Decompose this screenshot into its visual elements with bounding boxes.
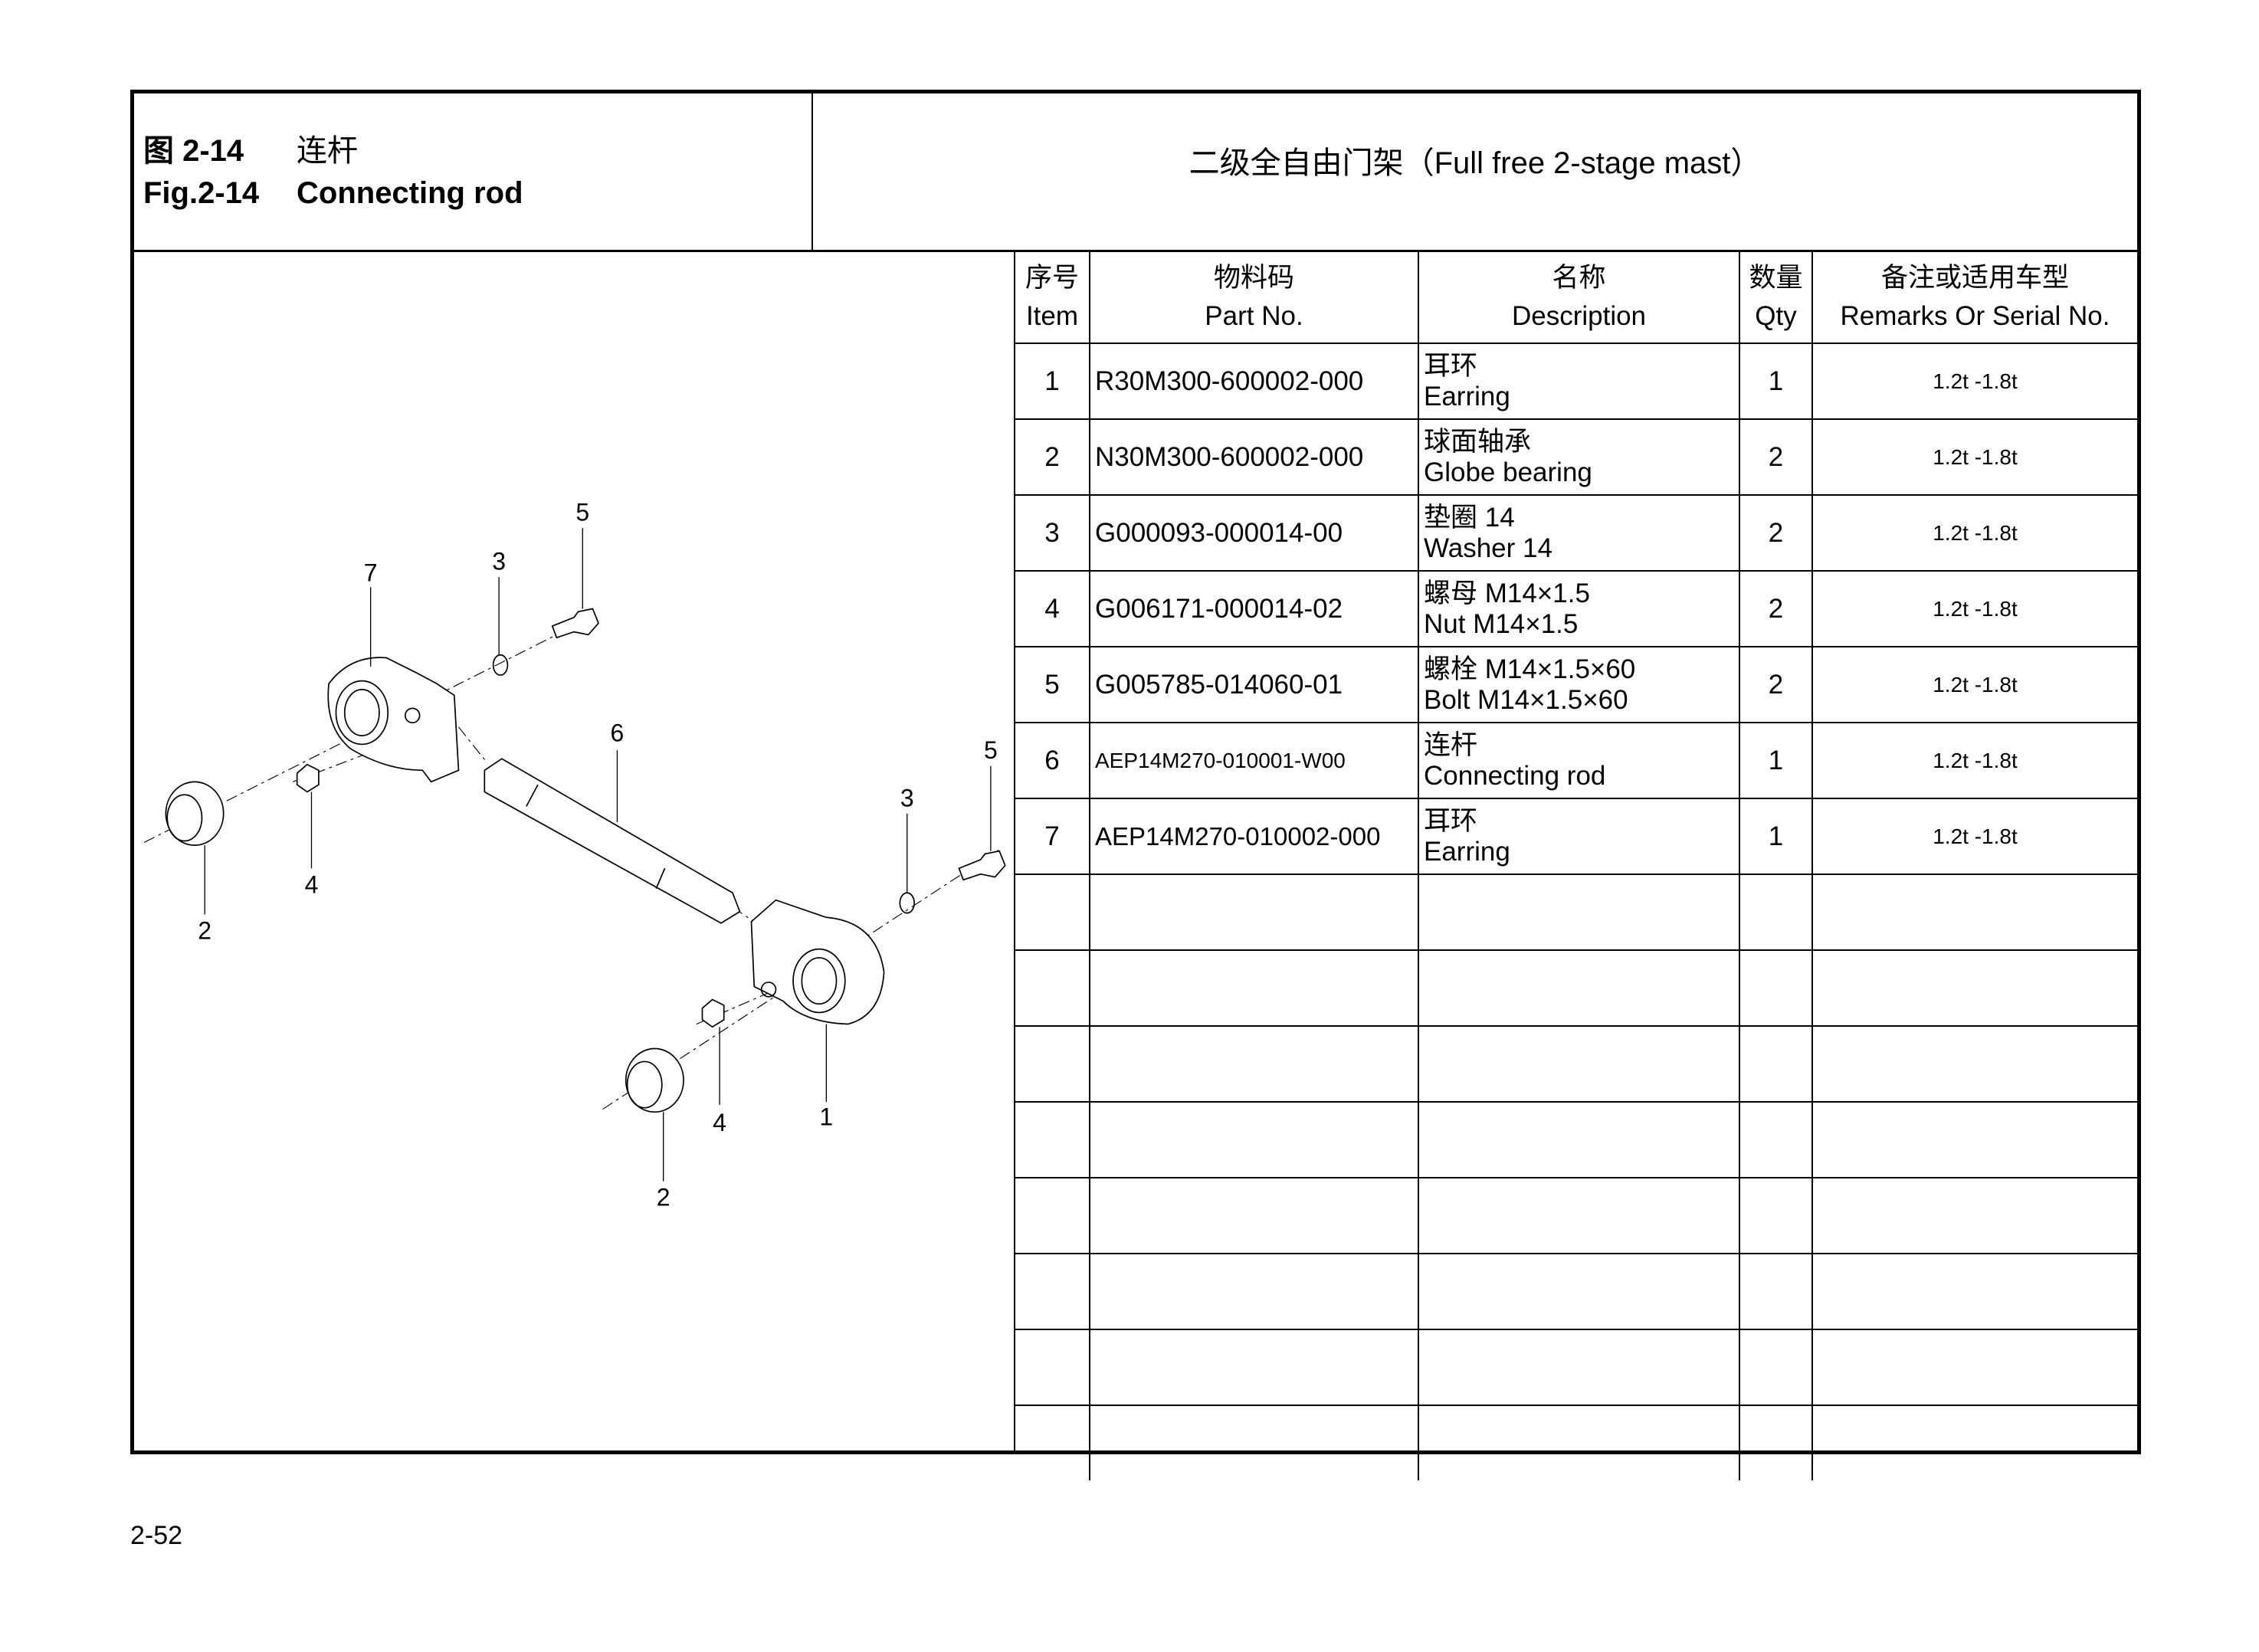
empty-row [1015,1405,2137,1480]
callout-5-top: 5 [575,499,589,526]
empty-row [1015,1177,2137,1254]
callout-2-bottom: 2 [657,1184,670,1211]
item-number: 4 [1015,570,1090,647]
callout-2-left: 2 [198,916,211,944]
callout-4-bottom: 4 [713,1109,726,1136]
mast-model-text: 二级全自由门架（Full free 2-stage mast） [1189,146,1762,180]
part-number: G006171-000014-02 [1089,570,1419,647]
mast-model-title: 二级全自由门架（Full free 2-stage mast） [813,93,2137,250]
callout-3-right: 3 [900,784,914,811]
figure-number-en: Fig.2-14 [143,176,260,210]
remarks: 1.2t -1.8t [1811,418,2137,496]
figure-name-cn: 连杆 [297,134,358,168]
remarks: 1.2t -1.8t [1811,570,2137,647]
part-number: G000093-000014-00 [1089,494,1419,572]
figure-number-cn: 图 2-14 [143,134,244,168]
part-number: AEP14M270-010001-W00 [1089,722,1419,799]
quantity: 2 [1739,418,1813,496]
header-divider [134,250,2137,252]
item-number: 1 [1015,343,1090,420]
remarks: 1.2t -1.8t [1811,722,2137,799]
quantity: 2 [1739,570,1813,647]
remarks: 1.2t -1.8t [1811,798,2137,875]
figure-name-en: Connecting rod [297,176,523,210]
figure-title-cell: 图 2-14 连杆 Fig.2-14 Connecting rod [134,93,813,250]
empty-row [1015,1329,2137,1406]
empty-row [1015,1025,2137,1103]
quantity: 2 [1739,494,1813,572]
remarks: 1.2t -1.8t [1811,343,2137,420]
part-number: R30M300-600002-000 [1089,343,1419,420]
page-number: 2-52 [130,1521,183,1550]
exploded-diagram-svg: 5 3 7 6 5 3 4 2 4 1 2 [143,499,1006,1211]
figure-title-cn: 图 2-14 连杆 [143,126,358,170]
part-number: AEP14M270-010002-000 [1089,798,1419,875]
empty-row [1015,1101,2137,1178]
remarks: 1.2t -1.8t [1811,494,2137,572]
exploded-view-drawing: 5 3 7 6 5 3 4 2 4 1 2 [134,252,1014,1450]
empty-row [1015,1253,2137,1330]
item-number: 3 [1015,494,1090,572]
remarks: 1.2t -1.8t [1811,646,2137,723]
part-number: G005785-014060-01 [1089,646,1419,723]
callout-3-top: 3 [492,548,506,575]
callout-4-left: 4 [305,870,319,898]
quantity: 1 [1739,798,1813,875]
quantity: 1 [1739,343,1813,420]
item-number: 6 [1015,722,1090,799]
quantity: 1 [1739,722,1813,799]
empty-row [1015,874,2137,951]
item-number: 7 [1015,798,1090,875]
parts-sheet-frame: 图 2-14 连杆 Fig.2-14 Connecting rod 二级全自由门架（… [130,90,2141,1480]
callout-1: 1 [819,1103,833,1130]
callout-7: 7 [364,559,378,587]
item-number: 5 [1015,646,1090,723]
callout-5-right: 5 [984,736,998,764]
callout-6: 6 [611,719,625,747]
quantity: 2 [1739,646,1813,723]
empty-row [1015,949,2137,1027]
item-number: 2 [1015,418,1090,496]
part-number: N30M300-600002-000 [1089,418,1419,496]
figure-title-en: Fig.2-14 Connecting rod [143,176,523,211]
